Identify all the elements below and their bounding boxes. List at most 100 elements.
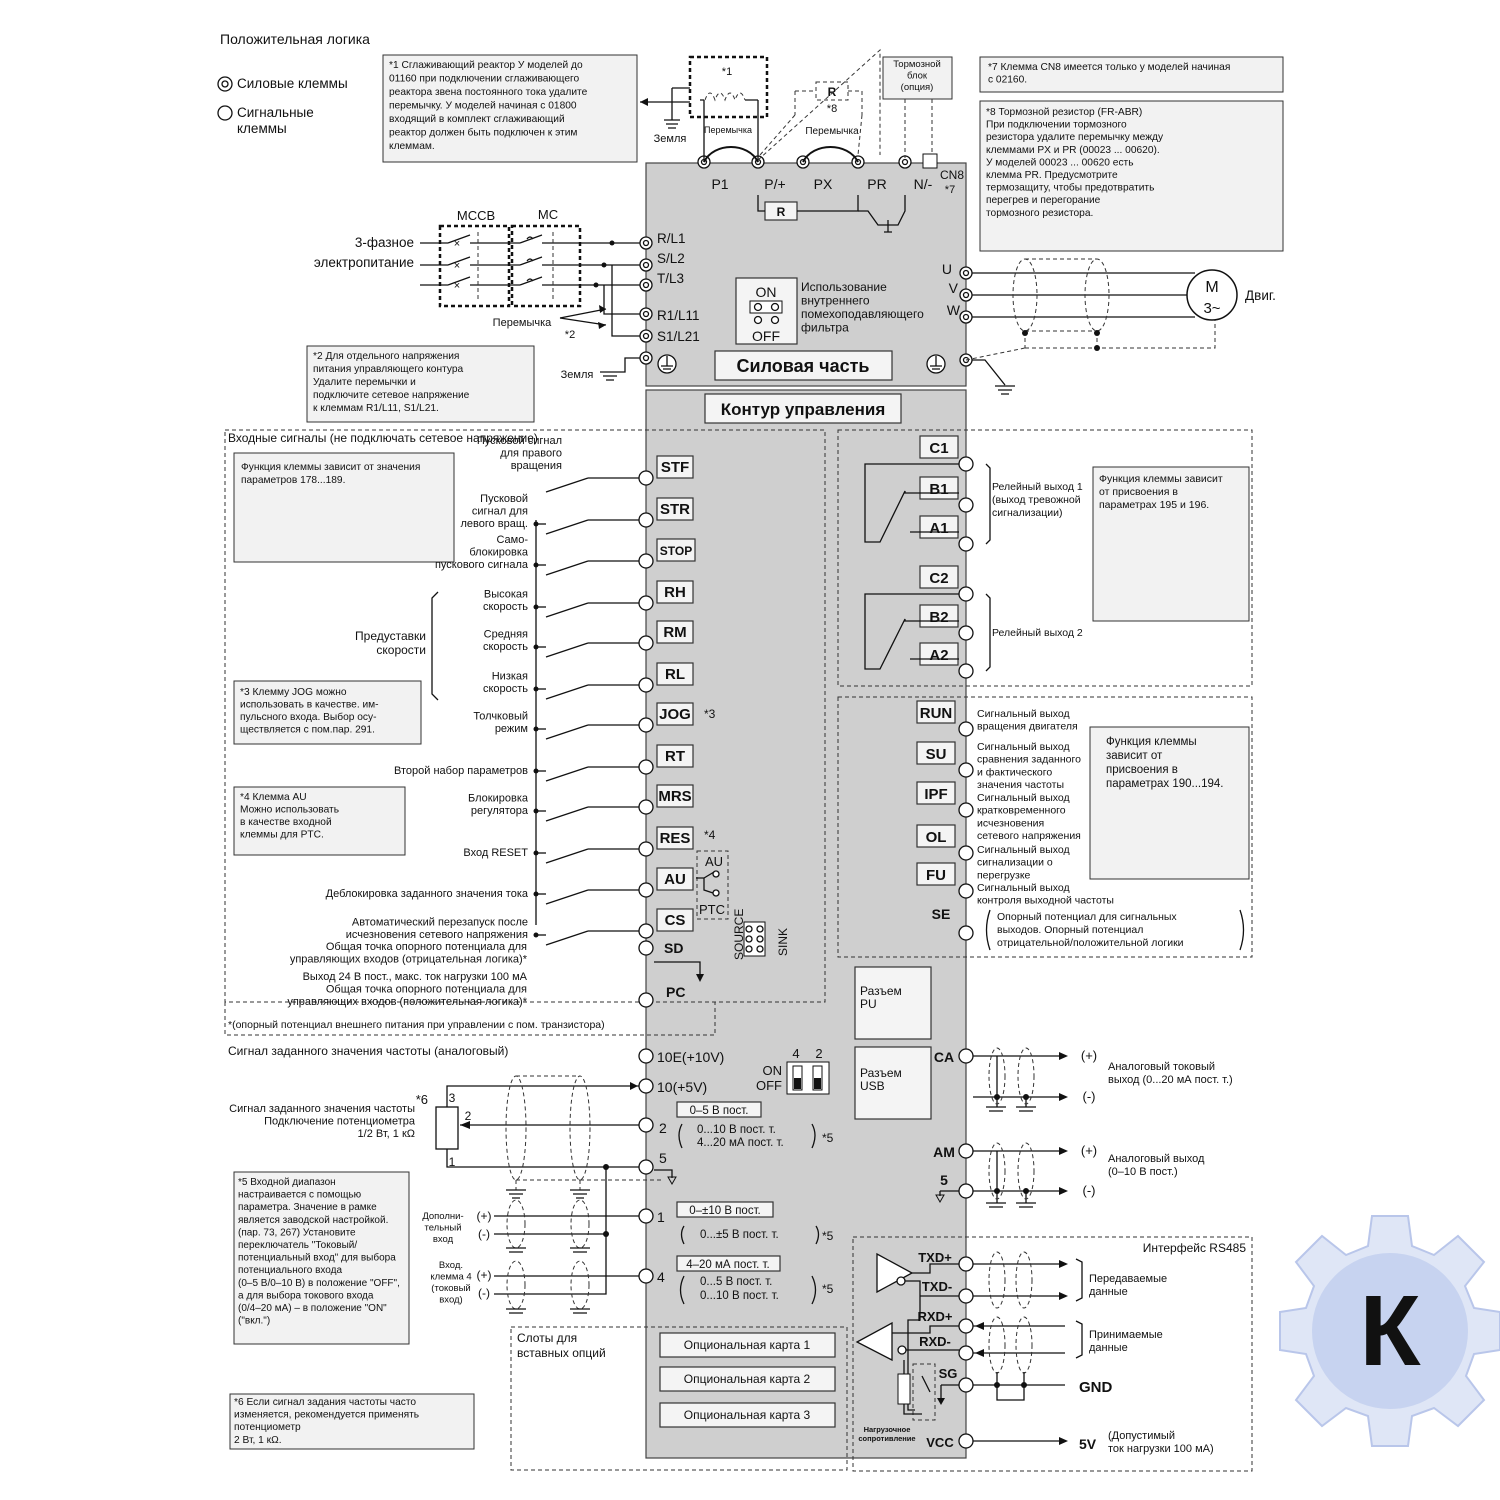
term-txd-minus[interactable] <box>958 1288 974 1304</box>
term-p-plus-label: P/+ <box>764 176 785 192</box>
term-rl[interactable] <box>638 677 654 693</box>
term-mrs[interactable] <box>638 799 654 815</box>
term-txd-plus[interactable] <box>958 1256 974 1272</box>
source-label: SOURCE <box>732 909 746 960</box>
note-8-line: *8 Тормозной резистор (FR-ABR) <box>986 107 1142 118</box>
term-au[interactable] <box>638 882 654 898</box>
supply-label-2: электропитание <box>314 255 414 270</box>
note-6-line: потенциометр <box>234 1422 301 1433</box>
term-stf-box <box>656 455 694 479</box>
term-ol[interactable] <box>958 845 974 861</box>
term-aout5[interactable] <box>958 1183 974 1199</box>
term-stop-label: STOP <box>660 544 692 558</box>
term-rh-box <box>656 580 694 604</box>
note-6-line: изменяется, рекомендуется применять <box>234 1410 419 1421</box>
input-desc-str: Пусковой <box>480 493 528 505</box>
input-desc-rl: Низкая <box>492 671 528 683</box>
term-str[interactable] <box>638 512 654 528</box>
term-5[interactable] <box>638 1159 654 1175</box>
term-res[interactable] <box>638 841 654 857</box>
analog-title: Сигнал заданного значения частоты (анало… <box>228 1044 508 1058</box>
term-c2-label: C2 <box>929 570 948 587</box>
supply-label-1: 3-фазное <box>355 235 414 250</box>
term-a2[interactable] <box>958 663 974 679</box>
load-resistance-line: сопротивление <box>858 1434 915 1443</box>
term-n-minus-label: N/- <box>914 176 933 192</box>
note-5 <box>233 1171 410 1345</box>
term-c2[interactable] <box>958 586 974 602</box>
note-3-line: использовать в качестве. им- <box>240 700 379 711</box>
am-desc-2: (0–10 В пост.) <box>1108 1166 1178 1178</box>
term-b2[interactable] <box>958 625 974 641</box>
term-b1[interactable] <box>958 497 974 513</box>
term-se[interactable] <box>958 925 974 941</box>
term-ipf[interactable] <box>958 802 974 818</box>
aux-input-label-line: тельный <box>424 1223 461 1234</box>
term-c1[interactable] <box>958 456 974 472</box>
au-ptc-switch[interactable] <box>696 850 729 920</box>
range2-line2: 4...20 мА пост. т. <box>697 1137 784 1149</box>
note-8-line: клеммами PX и PR (00023 ... 00620). <box>986 145 1160 156</box>
term-rt[interactable] <box>638 759 654 775</box>
term-rxd-plus[interactable] <box>958 1318 974 1334</box>
term-ol-label: OL <box>926 829 947 846</box>
term-sg[interactable] <box>958 1377 974 1393</box>
term-rh[interactable] <box>638 595 654 611</box>
output-desc-ipf: кратковременного <box>977 805 1066 817</box>
mc-dashed-box <box>510 224 582 308</box>
range1-box-text: 0–±10 В пост. <box>689 1205 761 1217</box>
term-10e[interactable] <box>638 1048 654 1064</box>
reactor-mark: *1 <box>722 66 732 78</box>
option-slots-area <box>510 1326 848 1471</box>
option-card-1[interactable] <box>659 1332 836 1358</box>
jumper-mark-2: *2 <box>565 329 575 341</box>
term-rm[interactable] <box>638 635 654 651</box>
note-5-line: переключатель "Токовый/ <box>238 1240 357 1251</box>
term-fu[interactable] <box>958 883 974 899</box>
term-4[interactable] <box>638 1268 654 1284</box>
note-8-line: термозащиту, чтобы предотвратить <box>986 182 1154 194</box>
note-2-line: Удалите перемычки и <box>313 377 416 388</box>
jumper-label-3: Перемычка <box>493 317 553 329</box>
mccb-dashed-box <box>438 224 511 308</box>
range1-mark: *5 <box>822 1229 834 1243</box>
rx-desc-1: Принимаемые <box>1089 1329 1163 1341</box>
term-cs[interactable] <box>638 923 654 939</box>
load-resistor-switch[interactable] <box>912 1363 936 1421</box>
term-vcc[interactable] <box>958 1433 974 1449</box>
term-su[interactable] <box>958 762 974 778</box>
dip-off-label: OFF <box>756 1078 782 1093</box>
term-stf[interactable] <box>638 470 654 486</box>
note-3-line: ществляется с пом.пар. 291. <box>240 725 375 736</box>
term-10[interactable] <box>638 1078 654 1094</box>
note-func190-line: зависит от <box>1106 750 1163 762</box>
usb-connector[interactable] <box>854 1046 932 1120</box>
term-run[interactable] <box>958 721 974 737</box>
pu-connector[interactable] <box>854 966 932 1040</box>
term-1[interactable] <box>638 1208 654 1224</box>
term-rxd-minus[interactable] <box>958 1345 974 1361</box>
legend-signal-2: клеммы <box>237 121 287 136</box>
potentiometer <box>435 1106 459 1150</box>
term-pc[interactable] <box>638 992 654 1008</box>
cn8-connector <box>922 153 938 169</box>
term-jog[interactable] <box>638 717 654 733</box>
term-sd[interactable] <box>638 940 654 956</box>
output-desc-ipf: исчезновения <box>977 817 1044 829</box>
option-card-3[interactable] <box>659 1402 836 1428</box>
term-au-label: AU <box>664 871 686 888</box>
output-desc-ol: Сигнальный выход <box>977 844 1070 856</box>
term-2[interactable] <box>638 1117 654 1133</box>
term-rm-label: RM <box>663 624 686 641</box>
term-r1-l11-label: R1/L11 <box>657 308 700 323</box>
term-stop[interactable] <box>638 553 654 569</box>
gnd-label: GND <box>1079 1379 1113 1396</box>
term-res-box <box>656 826 694 850</box>
term-ca[interactable] <box>958 1048 974 1064</box>
ca-desc-1: Аналоговый токовый <box>1108 1061 1215 1073</box>
term-am[interactable] <box>958 1143 974 1159</box>
option-card-2[interactable] <box>659 1366 836 1392</box>
term-pc-label: PC <box>666 984 685 1000</box>
term-a1[interactable] <box>958 536 974 552</box>
sd-desc-line: управляющих входов (отрицательная логика… <box>290 954 528 966</box>
